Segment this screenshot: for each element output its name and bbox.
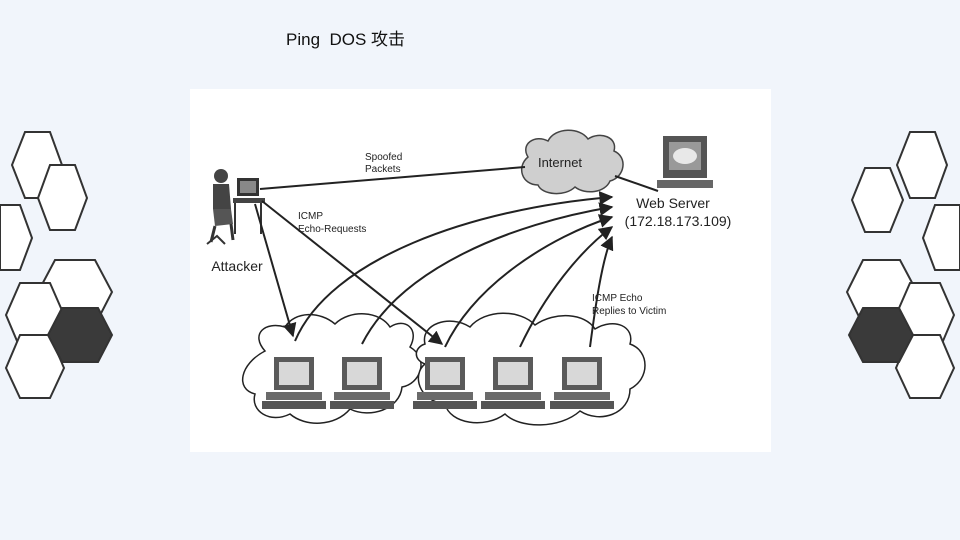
ping-dos-diagram: Internet Web Server (172.18.173.109) Att… bbox=[190, 89, 771, 452]
web-server-ip: (172.18.173.109) bbox=[625, 213, 732, 229]
hexagon bbox=[0, 204, 34, 271]
hexagon bbox=[895, 131, 949, 199]
web-server-label: Web Server bbox=[636, 195, 710, 211]
hexagon-dark bbox=[847, 307, 915, 363]
internet-cloud bbox=[520, 129, 624, 195]
icmp-request-label: ICMP bbox=[298, 211, 323, 222]
internet-label: Internet bbox=[538, 155, 582, 170]
hexagon bbox=[850, 167, 905, 233]
icmp-reply-arrow-3 bbox=[444, 214, 614, 348]
attacker-label: Attacker bbox=[211, 258, 263, 274]
hexagon bbox=[894, 334, 956, 399]
spoofed-packets-line bbox=[259, 166, 526, 190]
echo-requests-label: Echo-Requests bbox=[298, 224, 366, 235]
icmp-reply-arrow-1 bbox=[294, 191, 614, 342]
icmp-request-arrow-1 bbox=[254, 203, 297, 338]
packets-label: Packets bbox=[365, 164, 401, 175]
icmp-reply-arrow-5 bbox=[589, 235, 614, 348]
icmp-reply-arrow-2 bbox=[361, 202, 614, 345]
hexagon bbox=[921, 204, 960, 271]
hexagon-dark bbox=[46, 307, 114, 363]
slide-title: Ping DOS 攻击 bbox=[286, 30, 406, 49]
spoofed-label: Spoofed bbox=[365, 152, 402, 163]
hexagon-decoration-right bbox=[845, 131, 960, 399]
icmp-request-arrow-2 bbox=[261, 200, 444, 345]
hexagon-decoration-left bbox=[0, 131, 114, 399]
internet-to-server-line bbox=[614, 175, 659, 192]
icmp-echo-label: ICMP Echo bbox=[592, 293, 643, 304]
hexagon bbox=[36, 164, 89, 231]
attacker-icon bbox=[206, 169, 265, 245]
replies-to-victim-label: Replies to Victim bbox=[592, 306, 666, 317]
web-server-icon bbox=[657, 136, 713, 188]
